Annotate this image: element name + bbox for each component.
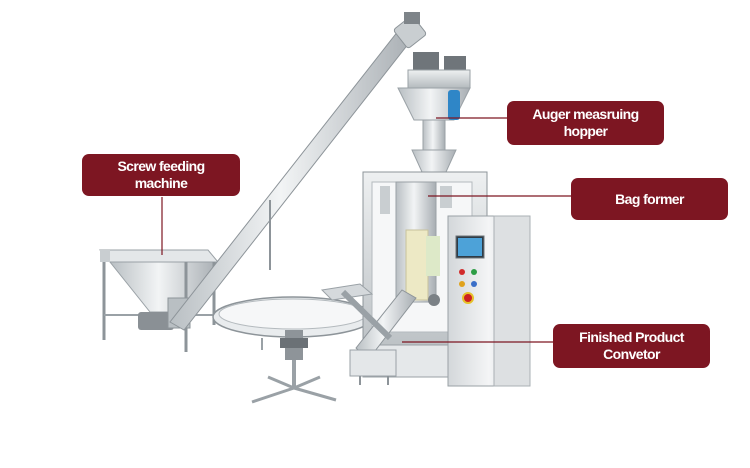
control-cabinet bbox=[447, 215, 531, 387]
label-screw-feeding-machine: Screw feeding machine bbox=[82, 154, 240, 196]
screw-feeder-hopper bbox=[98, 249, 220, 352]
label-finished-product-conveyor: Finished Product Convetor bbox=[553, 324, 710, 368]
screw-conveyor-tube bbox=[169, 12, 427, 331]
auger-filler bbox=[397, 52, 471, 173]
leader-lines bbox=[161, 117, 571, 343]
finished-product-conveyor bbox=[320, 283, 417, 385]
label-auger-hopper: Auger measruing hopper bbox=[507, 101, 664, 145]
rotary-table bbox=[212, 296, 374, 404]
label-bag-former: Bag former bbox=[571, 178, 728, 220]
